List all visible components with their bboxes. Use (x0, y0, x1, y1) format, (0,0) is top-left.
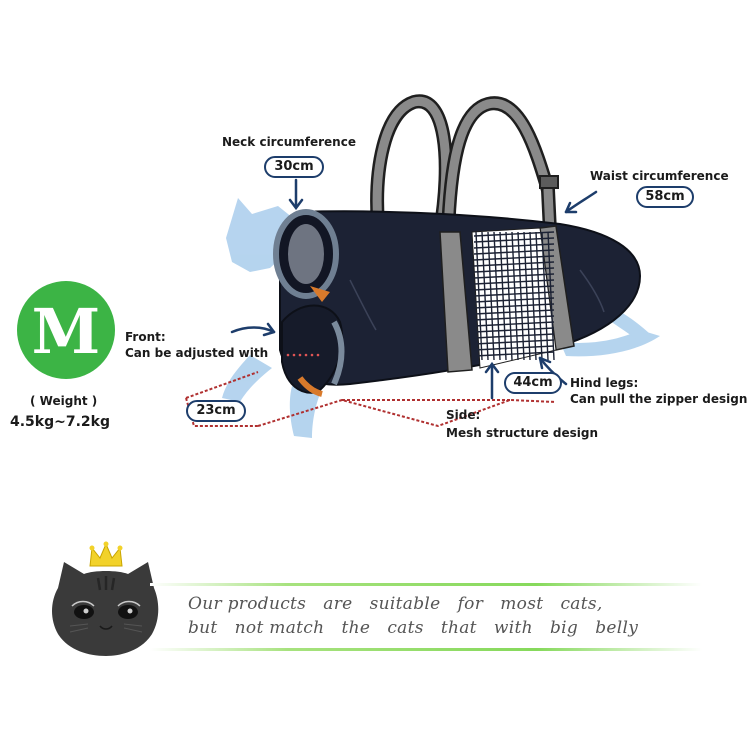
waist-circumference-label: Waist circumference (590, 169, 729, 183)
cat-silhouette (222, 198, 660, 438)
waist-value-pill: 58cm (636, 186, 694, 208)
crown-icon (89, 541, 123, 567)
cat-face-icon (52, 562, 159, 656)
size-letter: M (31, 295, 101, 368)
size-badge: M (17, 281, 115, 379)
weight-range: 4.5kg~7.2kg (10, 414, 110, 430)
pointer-arrows (230, 178, 598, 400)
dimension-lines (185, 371, 557, 428)
neck-circumference-label: Neck circumference (222, 135, 356, 149)
side-title: Side: (446, 408, 481, 422)
hind-legs-desc: Can pull the zipper design (570, 392, 748, 406)
zipper-dots (286, 353, 320, 357)
slogan-line-2: but not match the cats that with big bel… (188, 618, 639, 638)
front-desc: Can be adjusted with (125, 346, 269, 360)
slogan-line-1: Our products are suitable for most cats, (188, 594, 603, 614)
product-illustration (185, 94, 660, 438)
front-title: Front: (125, 330, 166, 344)
cat-mascot (52, 541, 159, 656)
weight-title: ( Weight ) (30, 394, 98, 408)
neck-value-pill: 30cm (264, 156, 324, 178)
slogan-bottom-divider (150, 648, 702, 651)
length-value-pill: 44cm (504, 372, 562, 394)
side-desc: Mesh structure design (446, 426, 599, 440)
slogan-top-divider (150, 583, 702, 586)
hind-legs-title: Hind legs: (570, 376, 639, 390)
mesh-grid (473, 231, 555, 361)
width-value-pill: 23cm (186, 400, 246, 422)
